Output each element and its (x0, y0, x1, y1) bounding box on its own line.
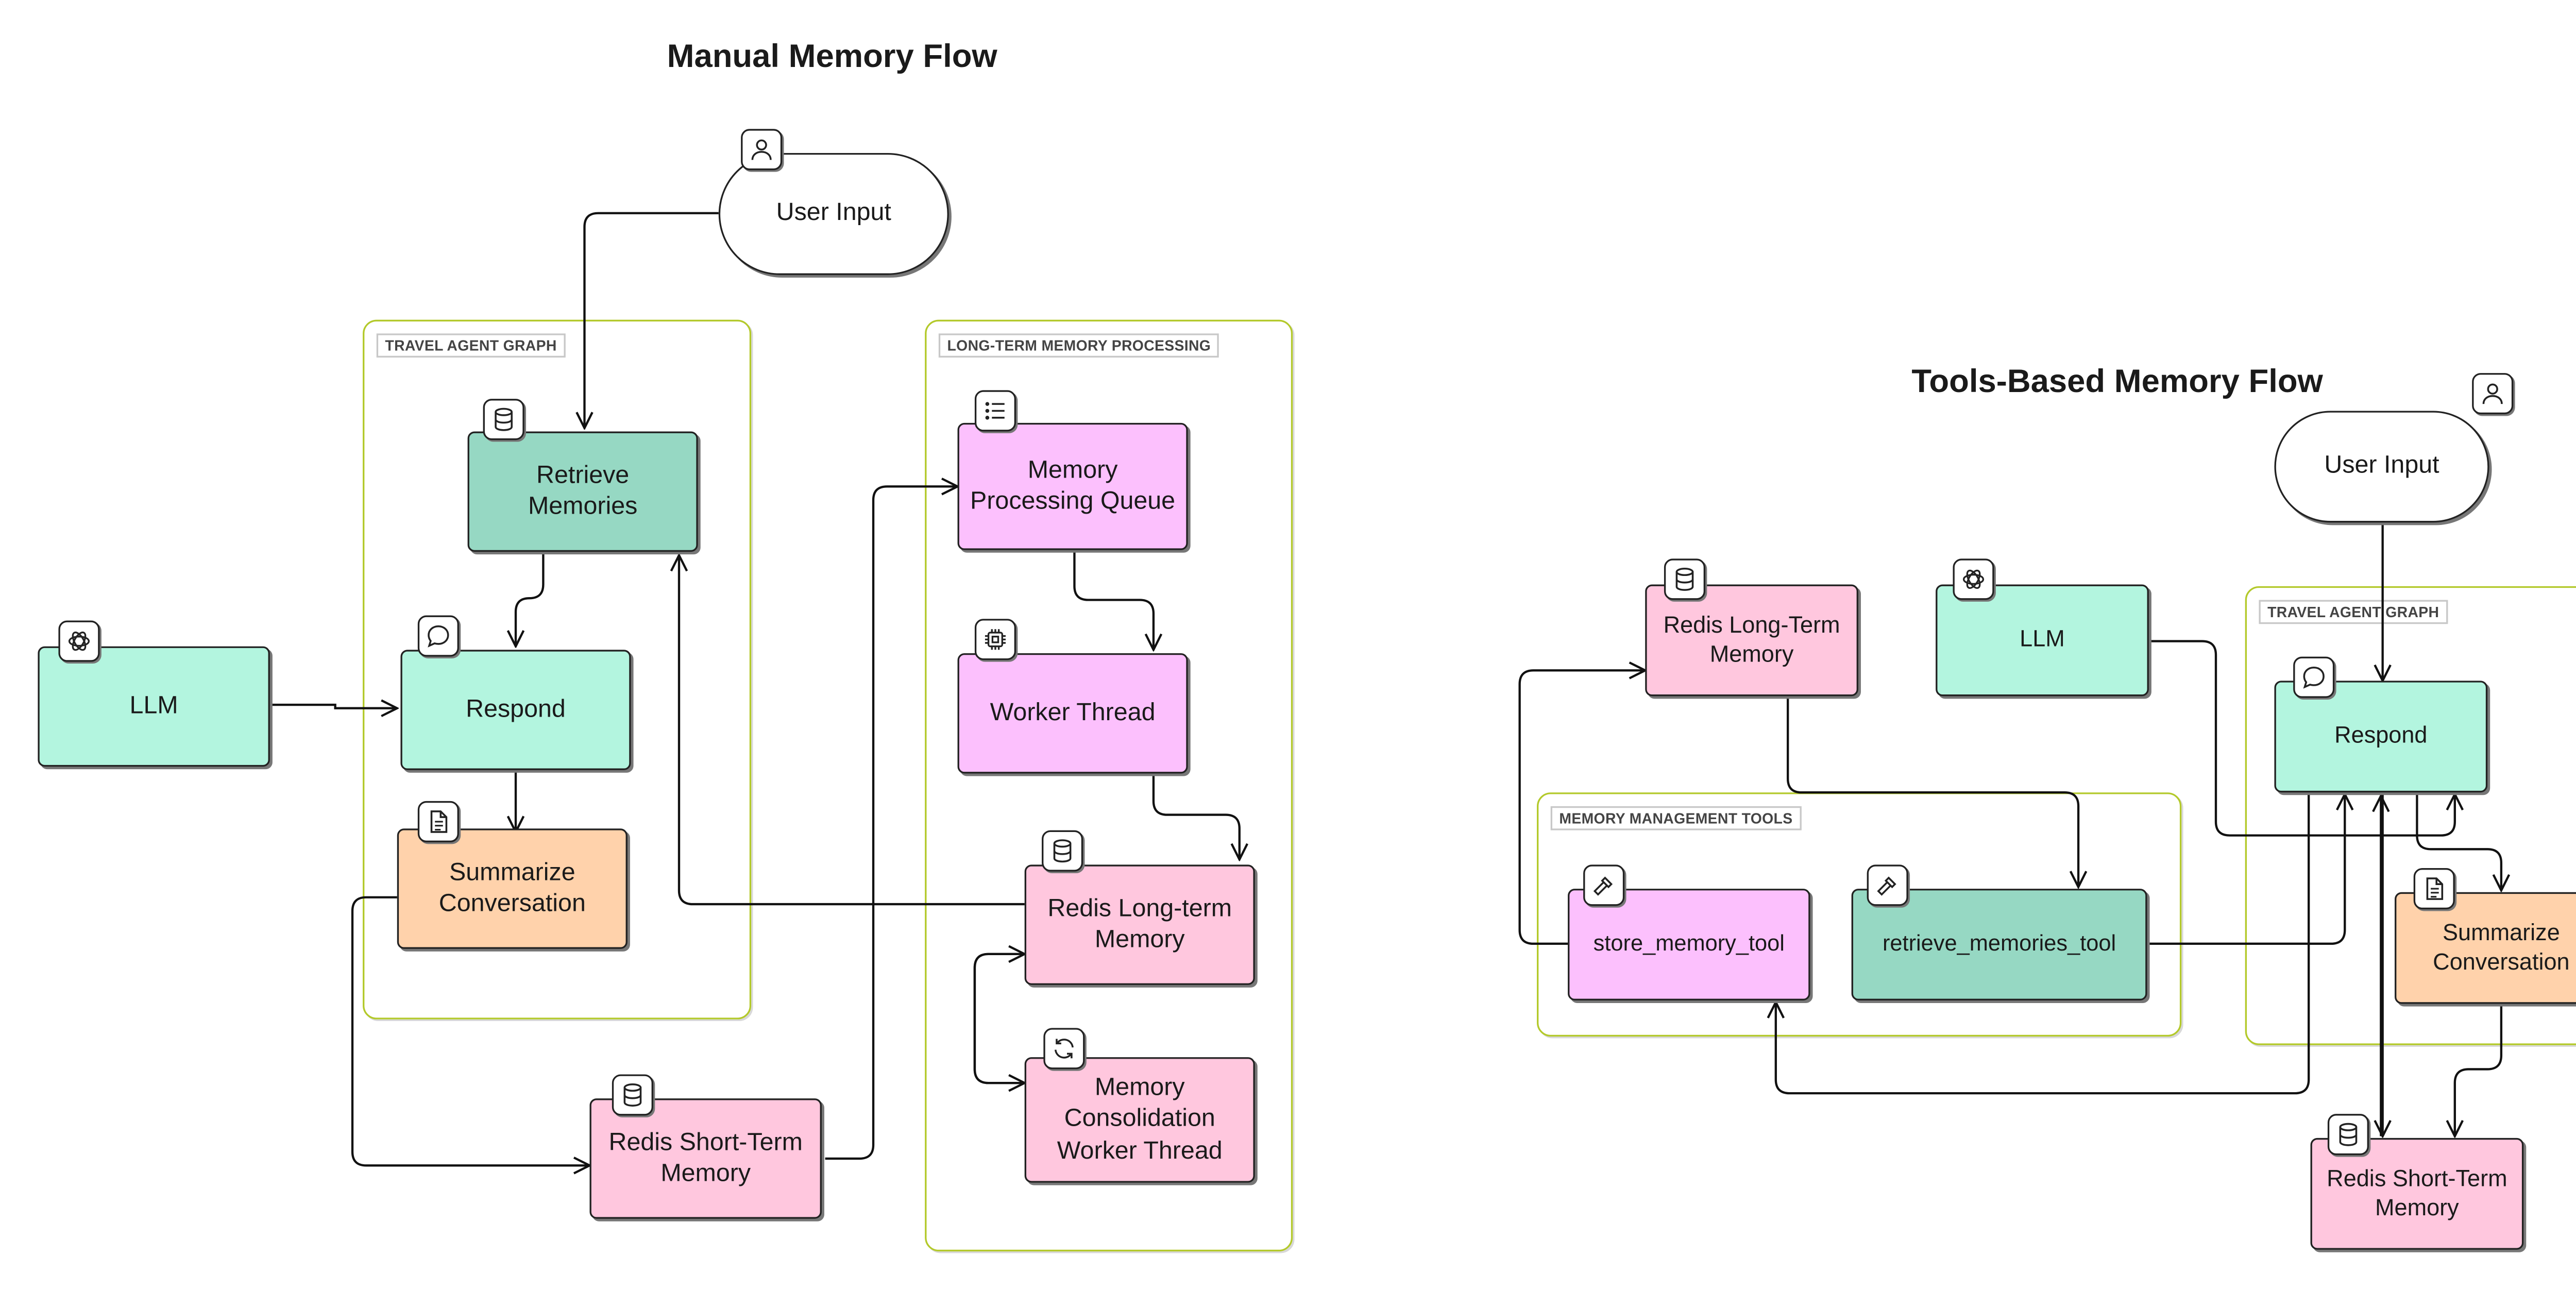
edge-consolidation-to-redis-long (973, 954, 1025, 1084)
chat-icon (2293, 656, 2335, 698)
database-icon (2327, 1114, 2369, 1156)
respond-left-node: Respond (400, 650, 631, 770)
database-icon (483, 399, 524, 440)
edge-retrieve-to-respond (516, 553, 545, 646)
hammer-icon (1867, 864, 1908, 906)
group-label: LONG-TERM MEMORY PROCESSING (938, 333, 1219, 358)
hammer-icon (1583, 864, 1625, 906)
document-icon (417, 801, 459, 842)
group-travel-agent-graph-right: TRAVEL AGENT GRAPH (2245, 586, 2576, 1045)
manual-flow-title: Manual Memory Flow (667, 39, 997, 76)
edge-redis-short-to-queue (825, 486, 958, 1160)
group-travel-agent-graph-left: TRAVEL AGENT GRAPH (363, 319, 752, 1020)
node-label: Redis Long-Term Memory (1663, 611, 1840, 666)
user-icon (741, 129, 783, 171)
node-label: Respond (2334, 722, 2428, 748)
group-label: TRAVEL AGENT GRAPH (376, 333, 566, 358)
redis-short-term-memory-right-node: Redis Short-Term Memory (2310, 1138, 2524, 1250)
node-label: Worker Thread (990, 699, 1156, 727)
list-icon (974, 390, 1016, 432)
group-long-term-memory-processing: LONG-TERM MEMORY PROCESSING (925, 319, 1293, 1252)
user-icon (2472, 373, 2514, 415)
document-icon (2413, 868, 2455, 910)
summarize-conversation-left-node: Summarize Conversation (397, 828, 628, 949)
openai-icon (1953, 558, 1994, 600)
node-label: LLM (129, 692, 178, 720)
node-label: User Input (776, 200, 891, 228)
memory-consolidation-worker-thread-node: Memory Consolidation Worker Thread (1024, 1057, 1255, 1183)
memory-processing-queue-node: Memory Processing Queue (957, 422, 1188, 550)
refresh-icon (1043, 1028, 1085, 1070)
store-memory-tool-node: store_memory_tool (1568, 889, 1810, 1000)
node-label: Redis Short-Term Memory (608, 1129, 803, 1188)
database-icon (1664, 558, 1706, 600)
edge-store-tool-to-redis-long (1518, 670, 1646, 945)
node-label: Redis Long-term Memory (1047, 895, 1232, 954)
node-label: retrieve_memories_tool (1882, 930, 2116, 957)
node-label: Retrieve Memories (528, 462, 638, 521)
edge-worker-to-redis-long (1152, 775, 1240, 859)
node-label: Summarize Conversation (2433, 919, 2570, 974)
edge-respond-to-store-tool (1776, 794, 2310, 1095)
llm-left-node: LLM (38, 646, 270, 767)
edge-llm-to-respond (272, 705, 397, 708)
chat-icon (417, 615, 459, 657)
edge-llm-to-respond-right (2150, 640, 2455, 837)
database-icon (612, 1074, 653, 1116)
group-memory-management-tools: MEMORY MANAGEMENT TOOLS (1537, 792, 2182, 1037)
node-label: store_memory_tool (1593, 930, 1785, 957)
summarize-conversation-right-node: Summarize Conversation (2395, 892, 2576, 1004)
user-input-right-node: User Input (2274, 411, 2489, 523)
retrieve-memories-node: Retrieve Memories (467, 431, 698, 552)
node-label: Redis Short-Term Memory (2327, 1165, 2507, 1220)
edge-respond-to-summarize-right (2416, 794, 2501, 891)
edge-summarize-to-redis-short (351, 896, 589, 1166)
cpu-icon (974, 619, 1016, 660)
node-label: Respond (466, 696, 566, 724)
openai-icon (58, 620, 100, 662)
tools-flow-title: Tools-Based Memory Flow (1911, 364, 2323, 401)
group-label: TRAVEL AGENT GRAPH (2259, 600, 2448, 624)
user-input-left-node: User Input (718, 152, 949, 275)
node-label: LLM (2020, 625, 2065, 652)
node-label: User Input (2324, 453, 2439, 481)
group-label: MEMORY MANAGEMENT TOOLS (1550, 806, 1802, 830)
redis-long-term-memory-right-node: Redis Long-Term Memory (1645, 584, 1858, 697)
worker-thread-node: Worker Thread (957, 653, 1188, 774)
edge-redis-long-to-retrieve (679, 555, 1025, 906)
node-label: Summarize Conversation (438, 859, 586, 918)
respond-right-node: Respond (2274, 681, 2488, 793)
edge-retrieve-tool-to-respond (2148, 794, 2345, 945)
redis-short-term-memory-left-node: Redis Short-Term Memory (589, 1098, 822, 1219)
retrieve-memories-tool-node: retrieve_memories_tool (1851, 889, 2147, 1000)
redis-long-term-memory-left-node: Redis Long-term Memory (1024, 864, 1255, 985)
edge-redis-long-to-consolidation (973, 953, 1025, 1083)
database-icon (1042, 830, 1083, 872)
llm-right-node: LLM (1936, 584, 2149, 697)
edge-summarize-to-redis-short-right (2455, 1005, 2503, 1136)
node-label: Memory Consolidation Worker Thread (1057, 1075, 1223, 1165)
edge-user-input-to-retrieve (584, 212, 719, 428)
node-label: Memory Processing Queue (970, 457, 1176, 516)
edge-redis-long-to-retrieve-tool (1786, 696, 2078, 887)
edge-queue-to-worker (1073, 552, 1153, 650)
